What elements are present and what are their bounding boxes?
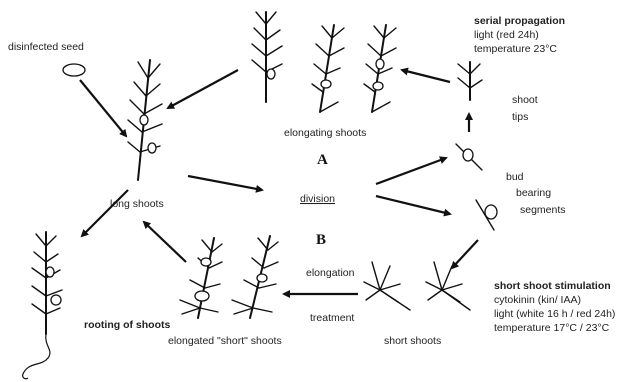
short-shoots-label: short shoots — [384, 335, 441, 347]
shoot-label: shoot — [512, 94, 538, 106]
stim-light-text: light (white 16 h / red 24h) — [494, 308, 615, 320]
long-shoot-plant — [128, 60, 162, 180]
elongated-short-shoots-label: elongated "short" shoots — [168, 335, 282, 347]
serial-temperature-text: temperature 23°C — [474, 43, 557, 55]
tips-label: tips — [512, 111, 528, 123]
bud-label: bud — [506, 171, 524, 183]
serial-light-text: light (red 24h) — [474, 29, 539, 41]
arrow-segment-to-short-shoots — [452, 240, 478, 268]
division-label: division — [300, 193, 335, 205]
arrow-division-to-lower-segment — [376, 196, 450, 214]
short-shoot-stimulation-title: short shoot stimulation — [494, 280, 611, 292]
arrow-long-shoots-to-rooting — [82, 190, 128, 236]
label-a: A — [317, 152, 328, 168]
elongation-label: elongation — [306, 267, 355, 279]
bearing-label: bearing — [516, 187, 551, 199]
short-shoot-2 — [426, 262, 470, 310]
elongating-shoots-label: elongating shoots — [284, 127, 366, 139]
label-b: B — [316, 232, 326, 248]
arrow-elongated-short-to-long-shoots — [144, 222, 186, 262]
arrow-division-to-upper-segment — [376, 158, 446, 184]
arrow-long-shoots-to-division — [188, 176, 262, 190]
segments-label: segments — [520, 204, 566, 216]
seed-shape — [63, 64, 85, 76]
stim-temperature-text: temperature 17°C / 23°C — [494, 322, 610, 334]
disinfected-seed-label: disinfected seed — [8, 41, 84, 53]
elongating-shoot-3 — [364, 25, 396, 112]
rooting-shoot-plant — [23, 232, 62, 379]
shoot-tip-plant — [458, 62, 482, 100]
bud-segment-2 — [476, 200, 497, 230]
stim-cytokinin-text: cytokinin (kin/ IAA) — [494, 294, 581, 306]
elongating-shoot-2 — [312, 25, 344, 112]
arrow-shoot-tip-to-elongating — [402, 70, 450, 82]
rooting-of-shoots-label: rooting of shoots — [84, 319, 170, 331]
arrow-seed-to-long-shoots — [80, 80, 126, 136]
elongating-shoot-1 — [252, 12, 282, 102]
serial-propagation-title: serial propagation — [474, 15, 565, 27]
treatment-label: treatment — [310, 312, 354, 324]
arrow-elongating-to-long-shoots — [168, 70, 238, 108]
bud-segment-1 — [456, 144, 482, 170]
short-shoot-1 — [364, 262, 410, 310]
elongated-short-shoot-1 — [180, 238, 222, 318]
elongated-short-shoot-2 — [232, 236, 278, 318]
